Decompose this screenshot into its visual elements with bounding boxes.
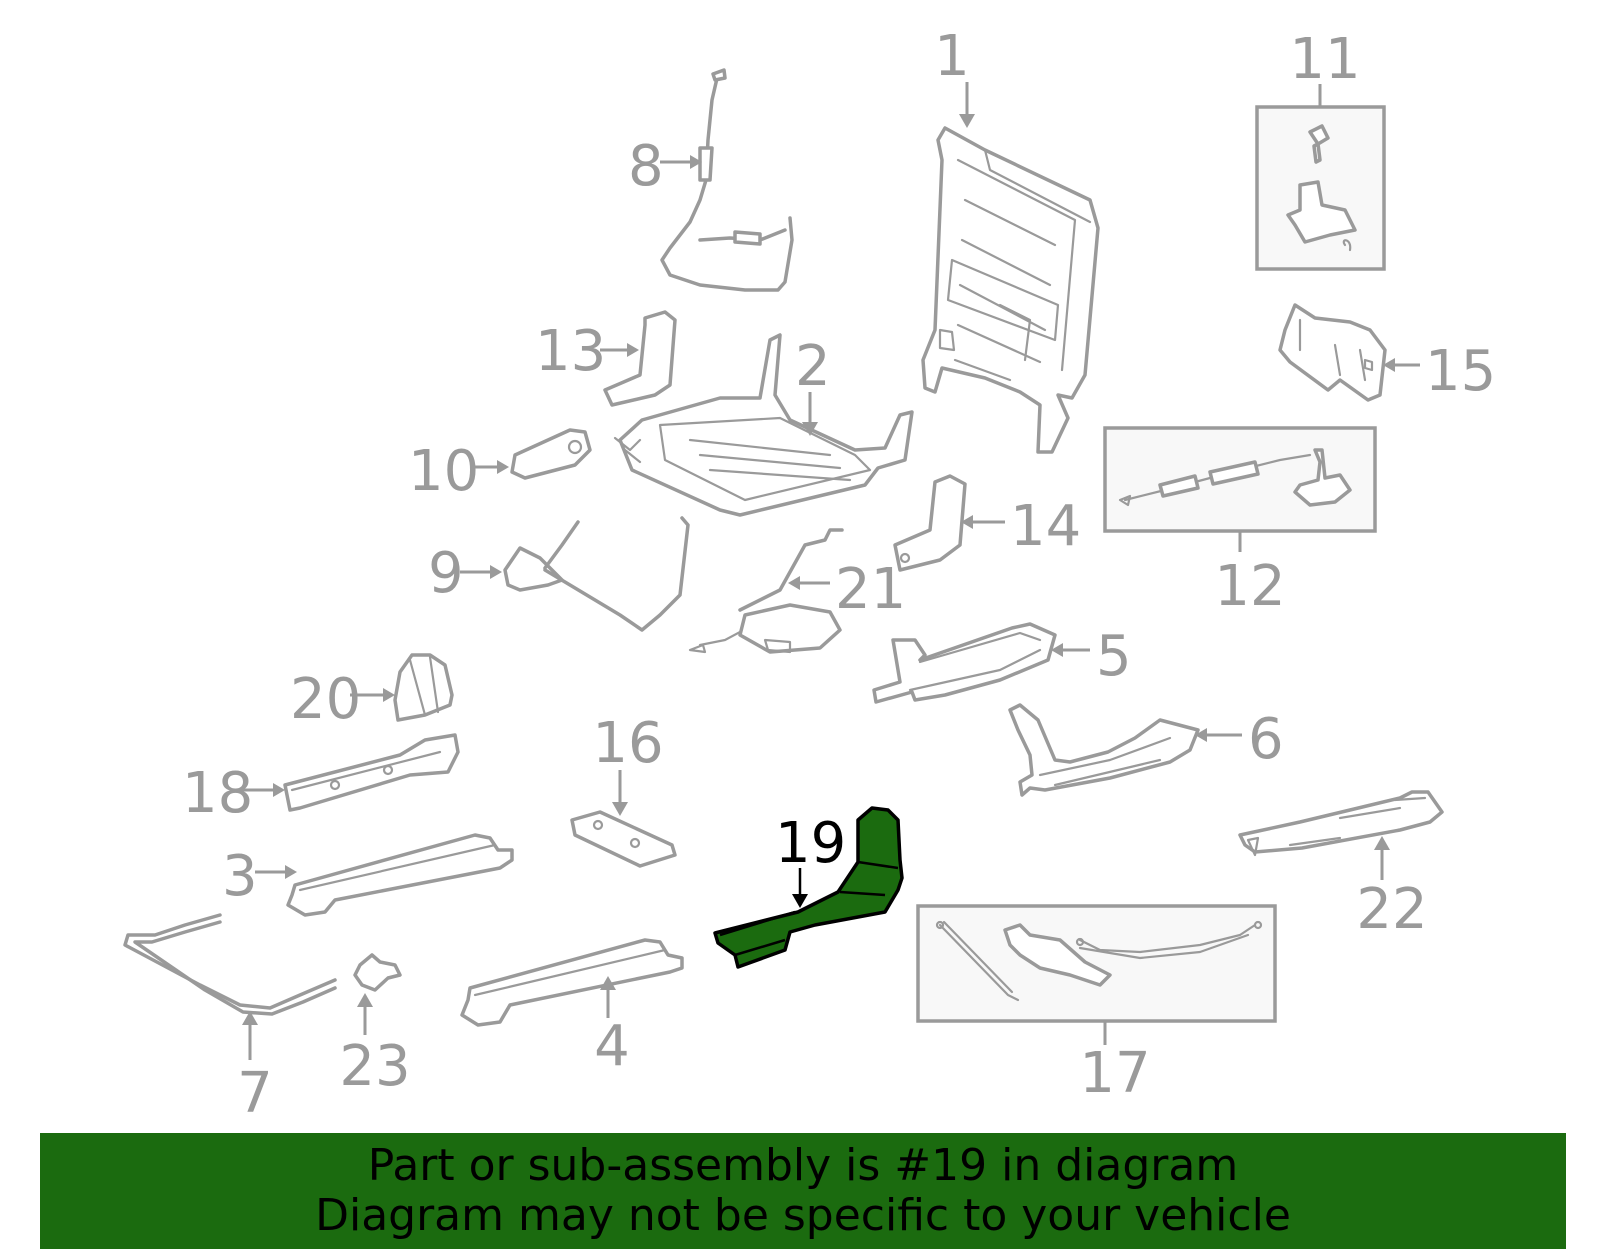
part-20-cap[interactable] <box>393 653 454 722</box>
callout-19: 19 <box>775 811 846 876</box>
part-18-rail[interactable] <box>283 733 460 812</box>
part-2-cushion-frame[interactable] <box>613 333 914 517</box>
part-10-handle[interactable] <box>510 428 592 480</box>
callout-3: 3 <box>222 844 258 909</box>
callout-4: 4 <box>594 1014 630 1079</box>
callout-23: 23 <box>339 1034 410 1099</box>
callout-12: 12 <box>1214 554 1285 619</box>
part-3-seat-track[interactable] <box>286 833 514 917</box>
callout-6: 6 <box>1248 707 1284 772</box>
callout-1: 1 <box>934 24 970 89</box>
callout-14: 14 <box>1010 494 1081 559</box>
callout-5: 5 <box>1096 624 1132 689</box>
callout-16: 16 <box>592 711 663 776</box>
part-4-seat-track[interactable] <box>460 938 684 1027</box>
banner-line-2: Diagram may not be specific to your vehi… <box>315 1190 1291 1241</box>
part-5-track-cover[interactable] <box>872 622 1057 704</box>
part-17-contents <box>935 920 1263 1002</box>
part-16-plate[interactable] <box>570 810 677 868</box>
callout-20: 20 <box>290 667 361 732</box>
part-14-trim[interactable] <box>893 474 967 572</box>
part-9-cable[interactable] <box>503 516 690 632</box>
callout-7: 7 <box>237 1061 273 1126</box>
part-17-box[interactable] <box>916 904 1277 1023</box>
part-15-bracket[interactable] <box>1278 303 1387 402</box>
part-23-clip[interactable] <box>353 953 402 992</box>
part-12-cable <box>1118 448 1352 507</box>
callout-13: 13 <box>535 319 606 384</box>
part-19-highlighted-cover[interactable] <box>713 806 904 969</box>
part-6-track-cover[interactable] <box>1008 703 1200 797</box>
part-22-rail[interactable] <box>1238 790 1444 857</box>
part-7-wire[interactable] <box>123 913 337 1016</box>
callout-10: 10 <box>408 439 479 504</box>
info-banner: Part or sub-assembly is #19 in diagram D… <box>40 1133 1566 1249</box>
callout-22: 22 <box>1356 877 1427 942</box>
callout-17: 17 <box>1079 1041 1150 1106</box>
callout-2: 2 <box>795 334 831 399</box>
callout-11: 11 <box>1289 27 1360 92</box>
callout-9: 9 <box>428 541 464 606</box>
part-1-seatback-frame[interactable] <box>921 126 1100 454</box>
part-21-bracket[interactable] <box>688 528 844 654</box>
banner-line-1: Part or sub-assembly is #19 in diagram <box>367 1140 1239 1191</box>
part-13-trim-cover[interactable] <box>603 310 677 407</box>
callout-15: 15 <box>1425 339 1496 404</box>
part-8-release-cable[interactable] <box>660 68 794 292</box>
callout-21: 21 <box>835 557 906 622</box>
part-11-bolt-and-bracket <box>1286 124 1357 252</box>
callout-8: 8 <box>628 134 664 199</box>
callout-18: 18 <box>182 761 253 826</box>
